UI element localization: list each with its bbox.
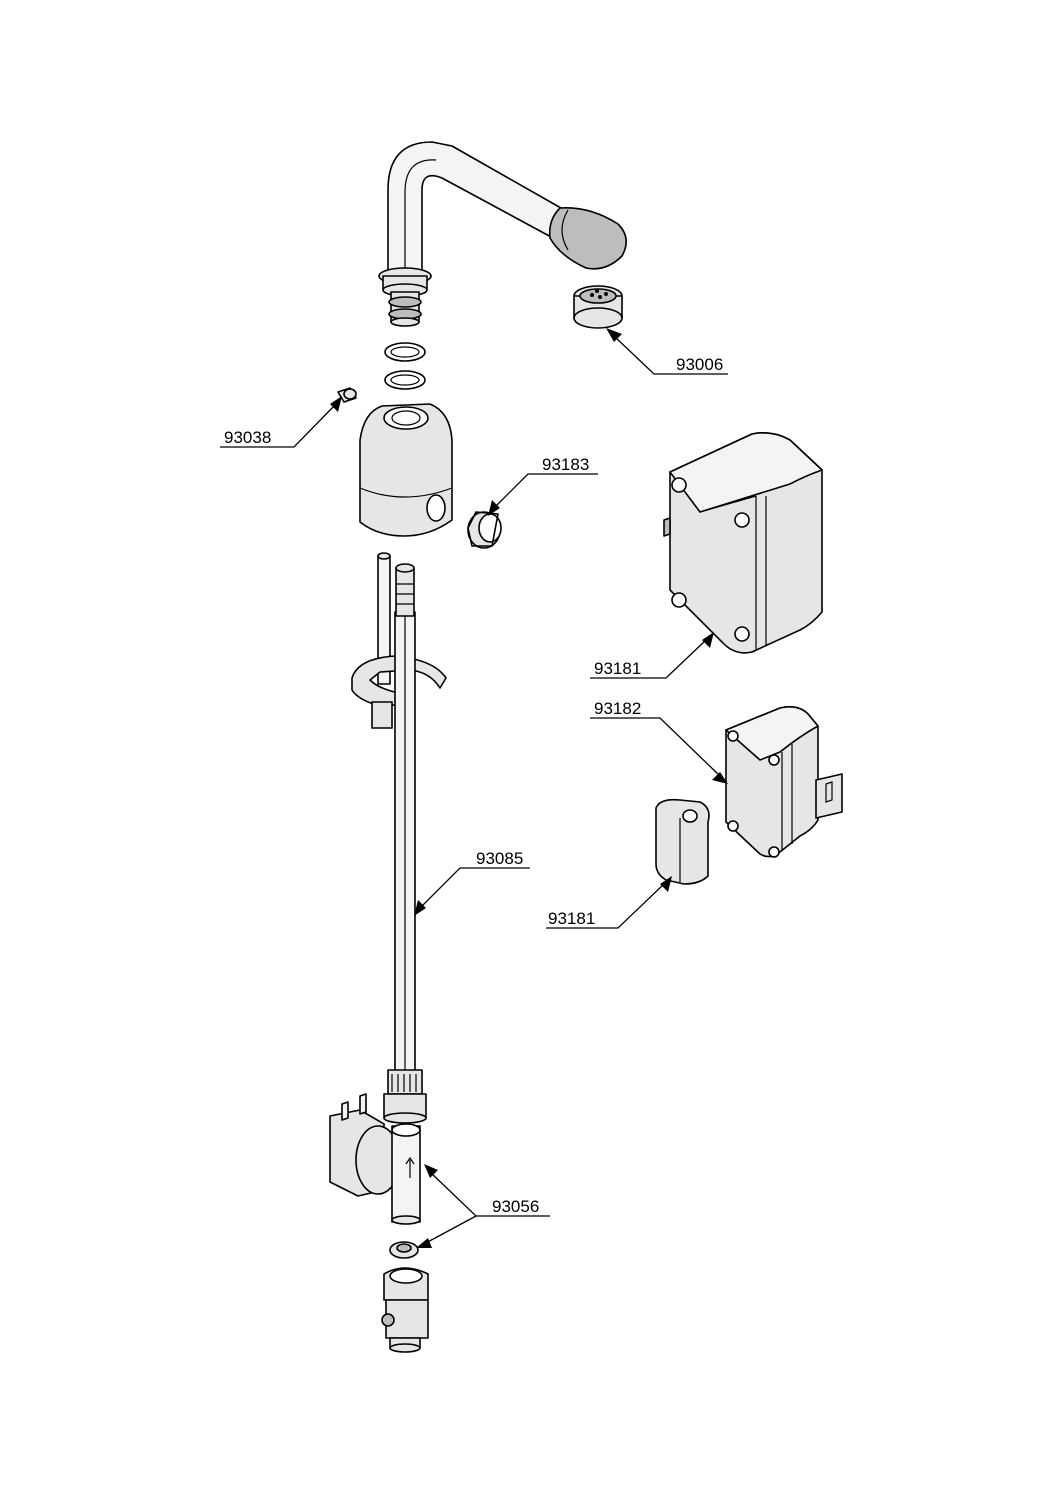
callout-93056-label: 93056 — [492, 1197, 539, 1216]
callout-93182: 93182 — [590, 699, 728, 784]
callout-93183: 93183 — [488, 455, 598, 516]
callout-93038-label: 93038 — [224, 428, 271, 447]
callout-93056: 93056 — [416, 1164, 550, 1248]
shutoff-connector — [381, 1267, 429, 1353]
callout-93085-label: 93085 — [476, 849, 523, 868]
sleeve-part — [467, 511, 502, 549]
control-box-large — [663, 432, 823, 654]
aerator-part — [573, 285, 623, 329]
callout-93181-box-label: 93181 — [594, 659, 641, 678]
callout-93006-label: 93006 — [676, 355, 723, 374]
callout-93038: 93038 — [220, 396, 342, 448]
callout-93181-mount-label: 93181 — [548, 909, 595, 928]
callout-93182-label: 93182 — [594, 699, 641, 718]
faucet-body — [359, 403, 453, 537]
control-box-small — [725, 706, 843, 858]
filter-seal — [389, 1241, 419, 1259]
callout-93085: 93085 — [414, 849, 530, 916]
callout-93183-label: 93183 — [542, 455, 589, 474]
spout — [378, 141, 627, 327]
callout-93181-box: 93181 — [590, 632, 714, 679]
sensor-rod-assembly — [351, 552, 447, 1124]
mounting-bracket — [655, 798, 710, 885]
solenoid-valve — [329, 1093, 421, 1225]
callout-93006: 93006 — [606, 328, 728, 375]
callout-93181-mount: 93181 — [546, 876, 672, 929]
o-rings — [384, 342, 426, 390]
grub-screw — [337, 387, 357, 403]
